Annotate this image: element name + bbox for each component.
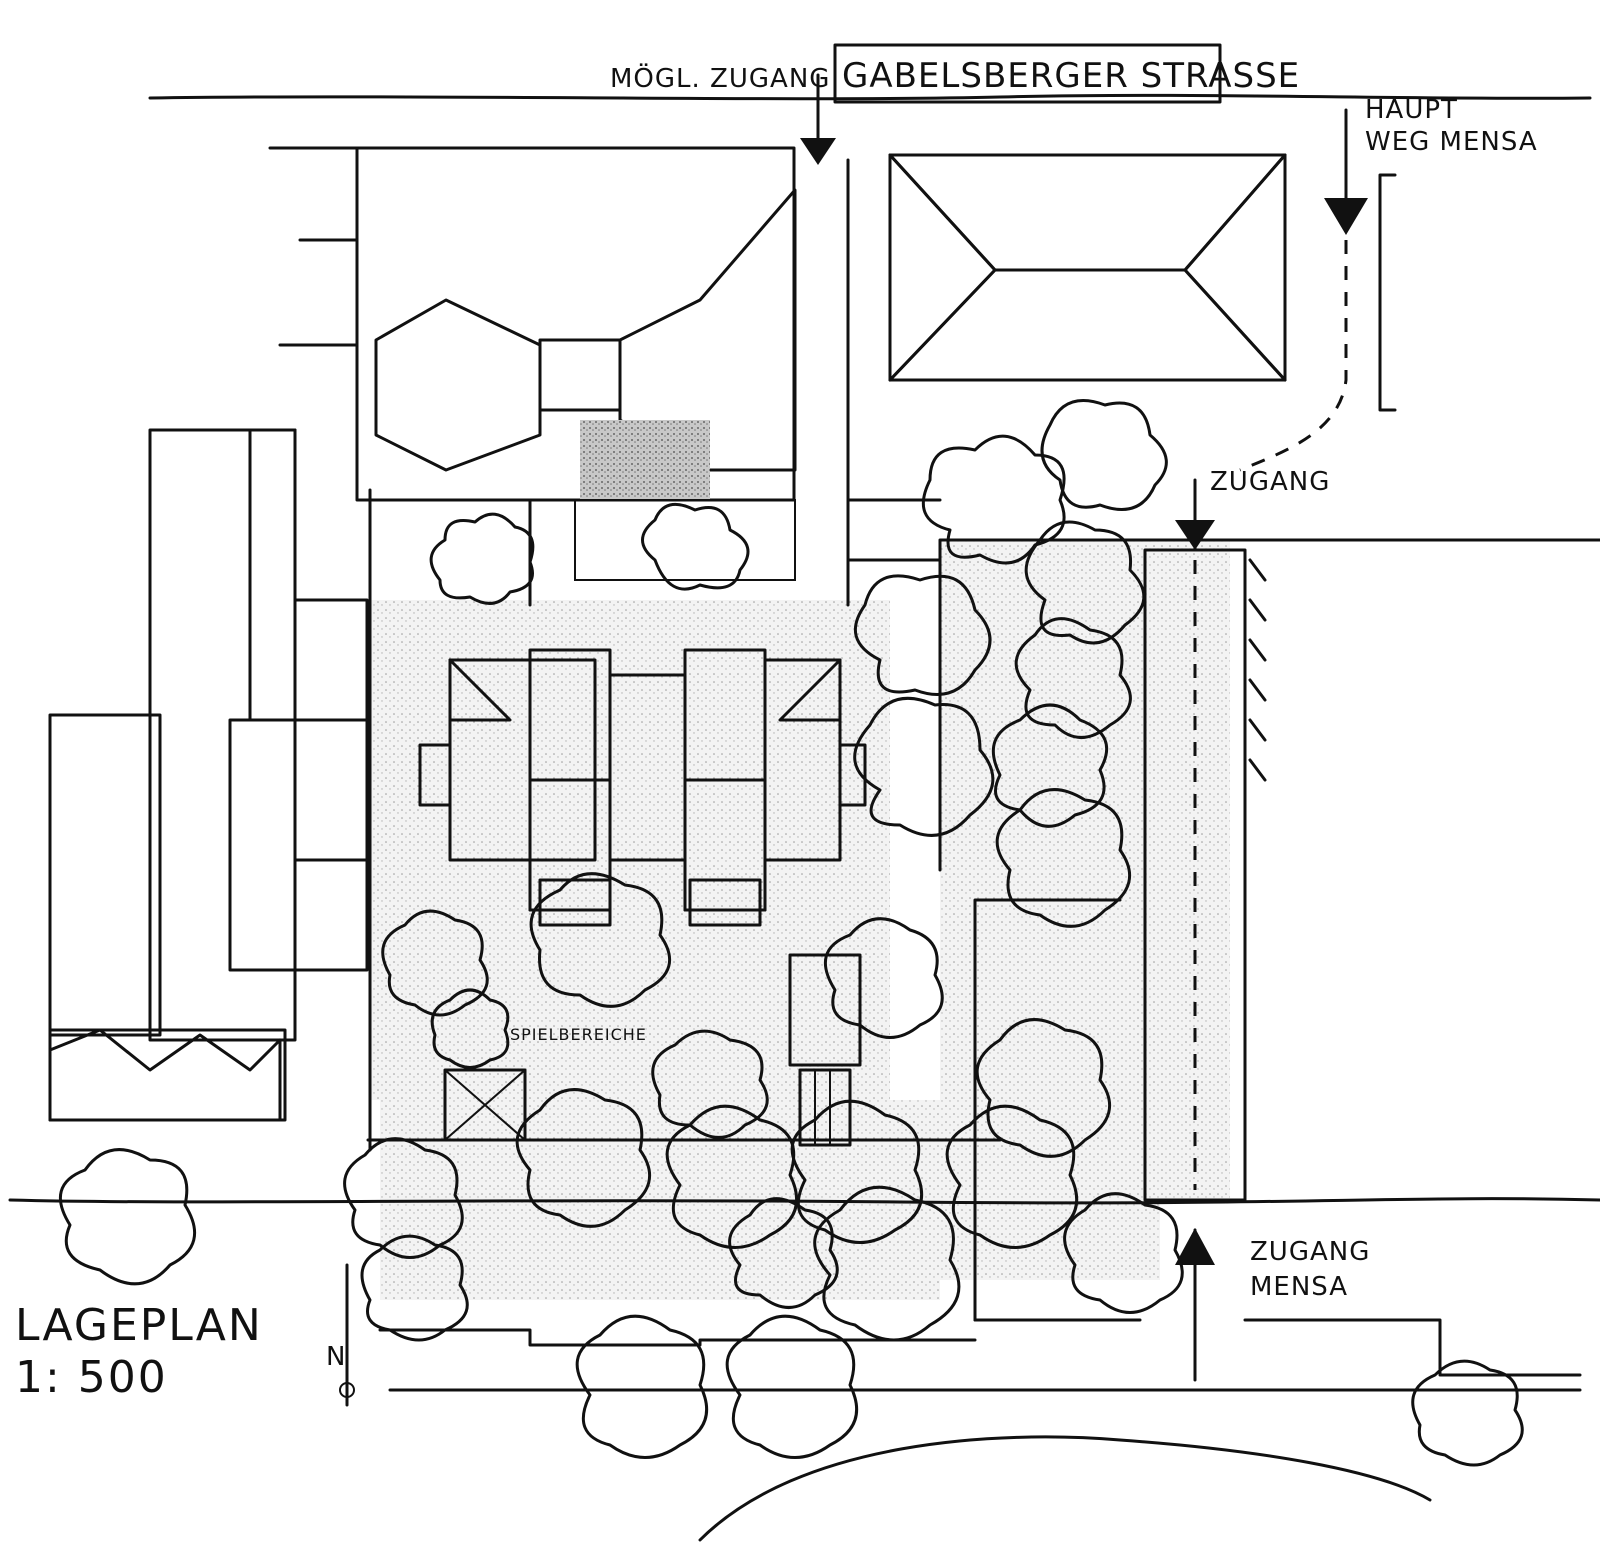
north-label: N	[326, 1342, 346, 1372]
plan-scale: 1: 500	[15, 1352, 168, 1403]
tree	[813, 1185, 961, 1342]
building-west	[48, 428, 369, 1122]
building-north-west	[268, 146, 797, 502]
tree	[1063, 1192, 1184, 1314]
access-mensa-label-2: MENSA	[1250, 1272, 1348, 1302]
main-route-label-1: HAUPT	[1365, 95, 1458, 125]
pavilion	[788, 953, 862, 1147]
main-route-arrow	[1239, 108, 1397, 472]
tree	[59, 1148, 197, 1286]
access-arrow	[1175, 478, 1215, 552]
main-route-label-2: WEG MENSA	[1365, 127, 1538, 157]
tree	[515, 1088, 651, 1228]
tree	[975, 1018, 1111, 1158]
street-name-box	[833, 43, 1222, 104]
site-boundaries	[8, 488, 1600, 1542]
tree	[529, 872, 671, 1008]
tree	[360, 1234, 469, 1342]
trees	[59, 399, 1524, 1467]
access-mensa-label-1: ZUGANG	[1250, 1237, 1370, 1267]
building-north-east	[888, 153, 1287, 382]
tree	[853, 696, 995, 837]
tree	[854, 574, 992, 696]
tree	[665, 1104, 799, 1249]
access-mensa-arrow	[1175, 1228, 1215, 1382]
tree	[728, 1197, 839, 1309]
courtyard-ground	[370, 540, 1230, 1300]
possible-access-arrow	[800, 73, 836, 165]
tree	[824, 917, 944, 1039]
tree	[725, 1314, 859, 1459]
tree	[945, 1104, 1079, 1249]
street-name-label: GABELSBERGER STRASSE	[842, 56, 1300, 96]
tree	[429, 512, 535, 605]
tree	[641, 502, 750, 591]
north-courtyard	[528, 158, 850, 607]
tree	[790, 1099, 924, 1244]
tree	[1014, 617, 1132, 739]
building-central-right	[683, 648, 867, 927]
tree	[575, 1314, 709, 1459]
tree	[995, 788, 1131, 928]
tree	[343, 1137, 464, 1259]
tree	[1040, 399, 1168, 511]
street-edge-top	[148, 93, 1592, 101]
tree	[430, 988, 510, 1069]
north-arrow: N	[326, 1263, 355, 1407]
possible-access-label: MÖGL. ZUGANG	[610, 62, 830, 94]
tree	[921, 434, 1066, 565]
tree	[1411, 1359, 1524, 1467]
access-label: ZUGANG	[1210, 467, 1330, 497]
play-areas-label: SPIELBEREICHE	[510, 1025, 647, 1044]
tree	[1024, 520, 1146, 645]
tree	[381, 909, 489, 1017]
plan-title: LAGEPLAN	[15, 1300, 263, 1351]
